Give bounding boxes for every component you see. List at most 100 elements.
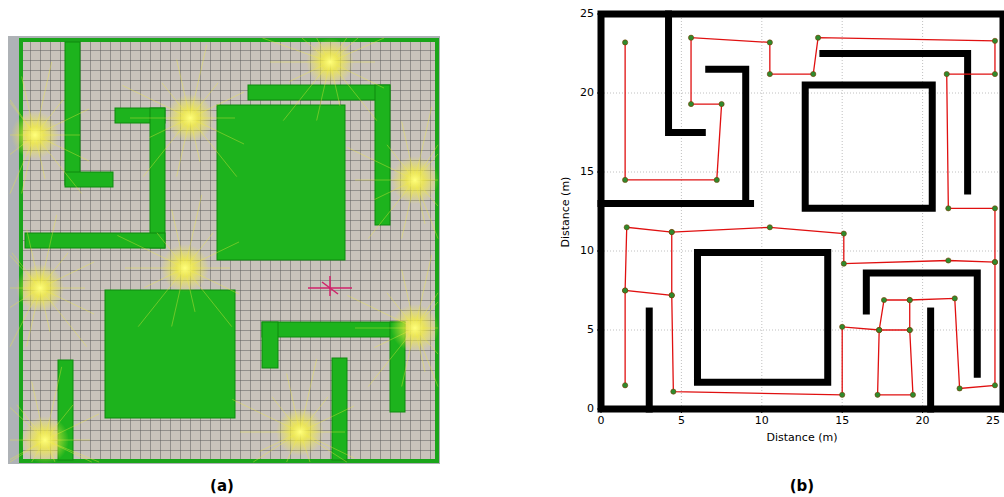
waypoint xyxy=(910,392,915,397)
tick-label: 10 xyxy=(755,415,769,427)
route xyxy=(671,232,672,295)
tick xyxy=(1003,409,1004,413)
wall xyxy=(709,69,746,203)
waypoint xyxy=(841,261,846,266)
tick-label: 0 xyxy=(598,415,605,427)
grid-line xyxy=(761,14,762,409)
waypoint xyxy=(623,288,628,293)
route xyxy=(624,291,625,386)
waypoint xyxy=(719,101,724,106)
waypoint xyxy=(688,101,693,106)
waypoint xyxy=(669,293,674,298)
tick xyxy=(761,409,762,413)
tick-label: 5 xyxy=(587,324,594,336)
tick xyxy=(597,330,601,331)
waypoint xyxy=(992,38,997,43)
waypoint xyxy=(992,206,997,211)
waypoint xyxy=(623,177,628,182)
waypoint xyxy=(907,297,912,302)
waypoint xyxy=(992,259,997,264)
tick-label: 25 xyxy=(580,8,594,20)
light-source xyxy=(21,416,69,464)
route xyxy=(910,262,995,388)
waypoint xyxy=(841,231,846,236)
wall xyxy=(601,14,1003,409)
wall xyxy=(927,311,934,409)
tick-label: 5 xyxy=(678,415,685,427)
tick xyxy=(842,409,843,413)
tick xyxy=(597,409,601,410)
waypoint xyxy=(671,389,676,394)
wall xyxy=(823,54,968,191)
waypoint xyxy=(623,383,628,388)
tick xyxy=(922,409,923,413)
tick-label: 10 xyxy=(580,245,594,257)
light-source xyxy=(391,156,439,204)
tick xyxy=(601,409,602,413)
axis-title: Distance (m) xyxy=(560,177,572,248)
waypoint xyxy=(669,293,674,298)
grid-line xyxy=(601,330,1003,331)
waypoint xyxy=(881,297,886,302)
tick xyxy=(597,172,601,173)
waypoint xyxy=(992,71,997,76)
panel-label: (b) xyxy=(790,478,814,495)
waypoint xyxy=(907,297,912,302)
wall xyxy=(866,273,977,374)
waypoint xyxy=(623,40,628,45)
waypoint xyxy=(952,296,957,301)
tick-label: 15 xyxy=(580,166,594,178)
light-source xyxy=(16,264,64,312)
waypoint xyxy=(877,327,882,332)
wall xyxy=(805,85,932,208)
route xyxy=(625,38,995,395)
panel-label: (a) xyxy=(210,478,234,495)
wall xyxy=(697,253,827,383)
waypoint xyxy=(624,225,629,230)
waypoint xyxy=(944,71,949,76)
waypoint xyxy=(815,35,820,40)
tick-label: 0 xyxy=(587,403,594,415)
waypoint xyxy=(992,383,997,388)
light-source xyxy=(276,408,324,456)
axis-title: Distance (m) xyxy=(767,432,838,444)
tick xyxy=(597,93,601,94)
waypoint xyxy=(946,258,951,263)
waypoint xyxy=(767,225,772,230)
light-source xyxy=(391,304,439,352)
waypoint xyxy=(767,40,772,45)
tick-label: 25 xyxy=(986,415,1000,427)
tick-label: 15 xyxy=(835,415,849,427)
route xyxy=(878,330,913,395)
grid-line xyxy=(681,14,682,409)
waypoint xyxy=(811,71,816,76)
light-source xyxy=(161,244,209,292)
simulation-view xyxy=(8,36,440,464)
tick xyxy=(597,14,601,15)
light-source xyxy=(11,111,59,159)
waypoint xyxy=(957,386,962,391)
waypoint xyxy=(875,392,880,397)
waypoint xyxy=(907,327,912,332)
path-plot xyxy=(597,14,1003,413)
waypoint xyxy=(714,177,719,182)
light-source xyxy=(166,94,214,142)
wall xyxy=(601,200,751,207)
wall xyxy=(669,14,703,133)
tick xyxy=(597,251,601,252)
waypoint xyxy=(767,71,772,76)
waypoint xyxy=(688,35,693,40)
waypoint xyxy=(669,229,674,234)
wall xyxy=(646,311,653,409)
waypoint xyxy=(669,229,674,234)
waypoint xyxy=(992,259,997,264)
waypoint xyxy=(623,288,628,293)
waypoint xyxy=(907,327,912,332)
tick-label: 20 xyxy=(916,415,930,427)
waypoint xyxy=(877,327,882,332)
waypoint xyxy=(840,392,845,397)
waypoint xyxy=(877,327,882,332)
waypoint xyxy=(946,206,951,211)
